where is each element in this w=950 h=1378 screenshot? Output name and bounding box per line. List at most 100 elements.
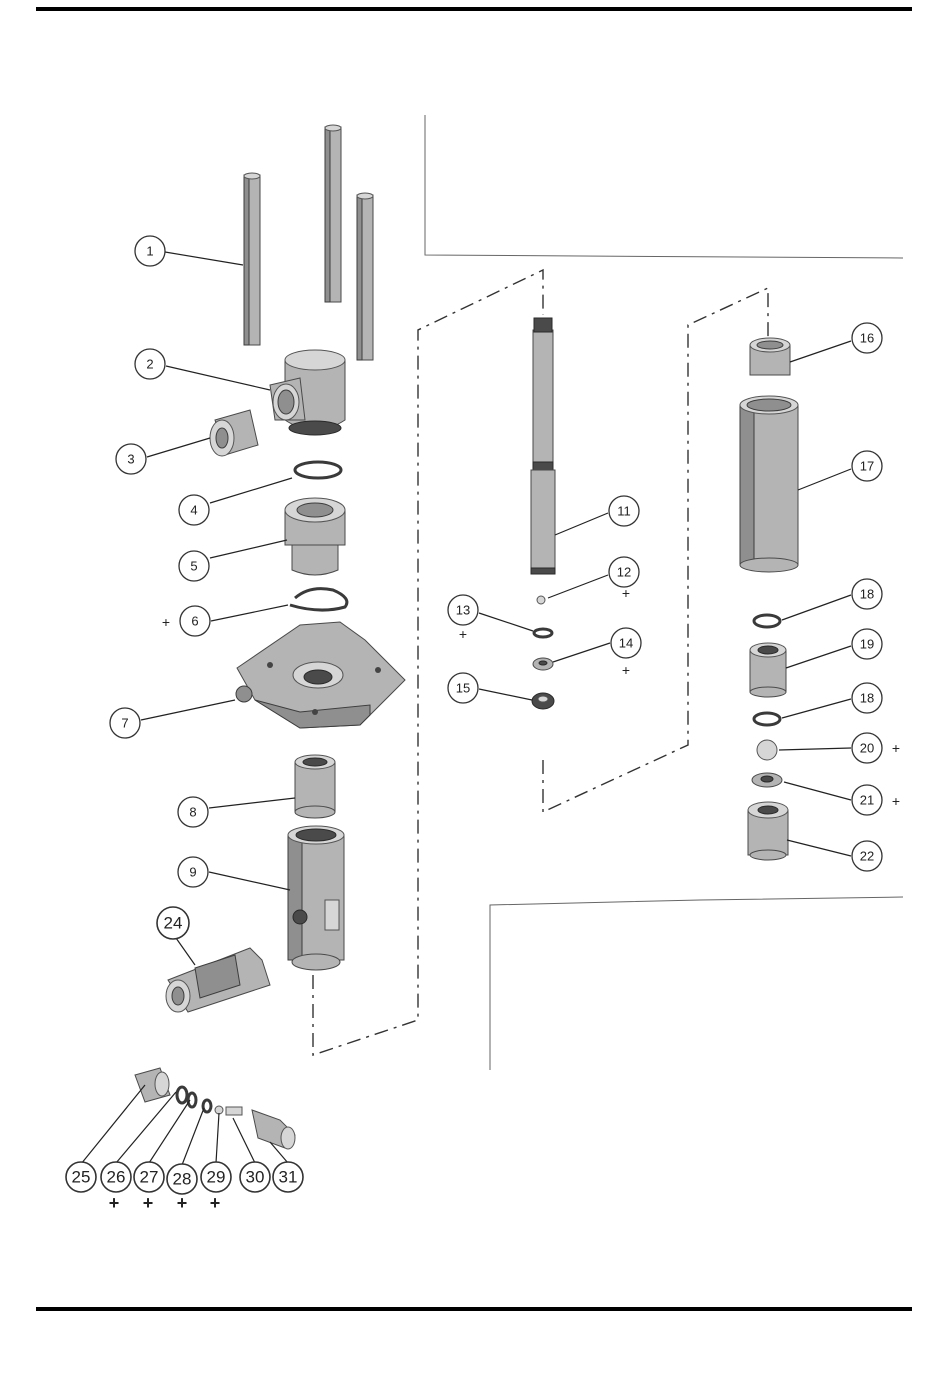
callout-25: 25 (66, 1162, 96, 1192)
callout-label: 28 (173, 1170, 192, 1189)
callout-22: 22 (852, 841, 882, 871)
part-8-sleeve (295, 755, 335, 818)
callout-label: 27 (140, 1168, 159, 1187)
callout-20: 20 (852, 733, 882, 763)
part-21-seat (752, 773, 782, 787)
plus-marker-14: + (622, 662, 630, 678)
callout-label: 20 (860, 741, 874, 756)
callout-5: 5 (179, 551, 209, 581)
callout-label: 29 (207, 1168, 226, 1187)
part-20-ball (757, 740, 777, 760)
callout-label: 25 (72, 1168, 91, 1187)
part-5-nut (285, 498, 345, 575)
callout-label: 3 (127, 452, 134, 467)
callout-label: 17 (860, 459, 874, 474)
callout-label: 21 (860, 793, 874, 808)
callout-6: 6 (180, 606, 210, 636)
lower-right-frame (490, 897, 903, 1070)
part-18-ring-upper (754, 615, 780, 627)
part-3-bushing (210, 410, 258, 456)
callout-label: 18 (860, 587, 874, 602)
callout-27: 27 (134, 1162, 164, 1192)
plus-marker-28: + (177, 1193, 188, 1213)
part-22-end-fitting (748, 802, 788, 860)
callout-label: 26 (107, 1168, 126, 1187)
callout-label: 15 (456, 681, 470, 696)
callout-2: 2 (135, 349, 165, 379)
part-17-tube (740, 396, 798, 572)
part-15-seat (532, 693, 554, 709)
callout-label: 24 (164, 914, 183, 933)
part-7-flange (236, 622, 405, 728)
part-2-housing (270, 350, 345, 435)
callout-label: 11 (617, 504, 631, 519)
callout-label: 7 (121, 716, 128, 731)
top-rule (36, 7, 912, 11)
callout-18-upper: 18 (852, 579, 882, 609)
callout-17: 17 (852, 451, 882, 481)
callout-label: 8 (189, 805, 196, 820)
callout-label: 6 (191, 614, 198, 629)
callout-label: 19 (860, 637, 874, 652)
part-24-coupling (166, 948, 270, 1012)
part-12-ball (537, 596, 545, 604)
plus-marker-12: + (622, 585, 630, 601)
callout-24: 24 (157, 907, 189, 939)
callout-26: 26 (101, 1162, 131, 1192)
callout-label: 18 (860, 691, 874, 706)
upper-right-frame (425, 115, 903, 258)
callout-8: 8 (178, 797, 208, 827)
callout-9: 9 (178, 857, 208, 887)
callout-15: 15 (448, 673, 478, 703)
bottom-rule (36, 1307, 912, 1311)
callout-3: 3 (116, 444, 146, 474)
callout-21: 21 (852, 785, 882, 815)
callout-label: 9 (189, 865, 196, 880)
plus-marker-29: + (210, 1193, 221, 1213)
leader-lines (81, 252, 851, 1165)
callout-label: 30 (246, 1168, 265, 1187)
part-11-plunger (531, 318, 555, 574)
callout-19: 19 (852, 629, 882, 659)
callout-7: 7 (110, 708, 140, 738)
part-13-seal (534, 629, 552, 637)
part-16-filter (750, 338, 790, 375)
plus-marker-27: + (143, 1193, 154, 1213)
callout-14: 14 (611, 628, 641, 658)
callout-4: 4 (179, 495, 209, 525)
callout-label: 1 (146, 244, 153, 259)
plus-marker-13: + (459, 626, 467, 642)
assembly-line-center (543, 288, 768, 812)
callout-31: 31 (273, 1162, 303, 1192)
callout-label: 5 (190, 559, 197, 574)
callout-label: 14 (619, 636, 633, 651)
callout-18-lower: 18 (852, 683, 882, 713)
part-1-rods (244, 125, 373, 360)
callout-label: 12 (617, 565, 631, 580)
callout-16: 16 (852, 323, 882, 353)
callout-label: 31 (279, 1168, 298, 1187)
callout-label: 22 (860, 849, 874, 864)
callout-13: 13 (448, 595, 478, 625)
plus-marker-20: + (892, 740, 900, 756)
plus-marker-21: + (892, 793, 900, 809)
part-4-o-ring (295, 462, 341, 478)
plus-marker-26: + (109, 1193, 120, 1213)
callout-label: 4 (190, 503, 197, 518)
part-9-cylinder (288, 826, 344, 970)
callout-11: 11 (609, 496, 639, 526)
filter-assembly-parts (135, 1068, 295, 1149)
part-19-fitting (750, 643, 786, 697)
callout-1: 1 (135, 236, 165, 266)
callout-12: 12 (609, 557, 639, 587)
callout-label: 13 (456, 603, 470, 618)
callout-30: 30 (240, 1162, 270, 1192)
callout-label: 2 (146, 357, 153, 372)
callout-28: 28 (167, 1164, 197, 1194)
part-6-retaining-ring (290, 589, 347, 610)
callout-29: 29 (201, 1162, 231, 1192)
callout-label: 16 (860, 331, 874, 346)
plus-marker-6: + (162, 614, 170, 630)
part-14-washer (533, 658, 553, 670)
